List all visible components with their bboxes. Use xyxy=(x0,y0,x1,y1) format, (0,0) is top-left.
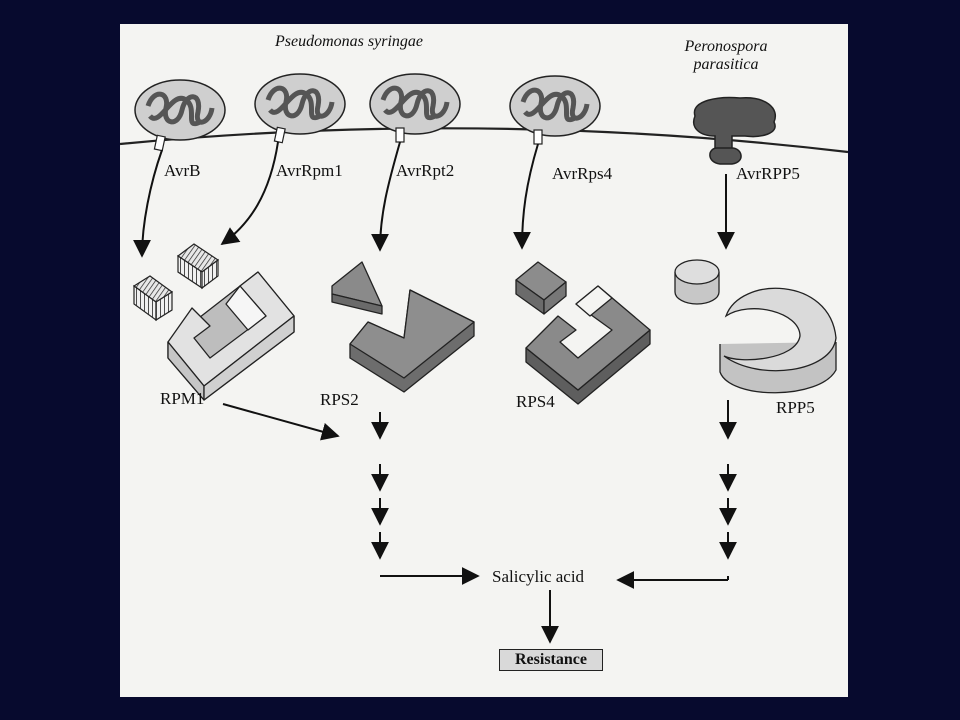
rps2-receptor-shape xyxy=(349,289,475,393)
effector-label-avrrpp5: AvrRPP5 xyxy=(736,164,800,183)
rpm1-receptor-shape xyxy=(167,271,295,401)
effector-label-avrb: AvrB xyxy=(164,161,201,180)
bacterium-2 xyxy=(254,73,346,135)
resistance-box: Resistance xyxy=(499,649,603,671)
receptor-label-rps2: RPS2 xyxy=(320,390,359,409)
bacterium-4 xyxy=(509,75,601,137)
bacterium-3 xyxy=(369,73,461,135)
oomycete-label-line1: Peronospora xyxy=(684,38,768,55)
receptor-label-rpp5: RPP5 xyxy=(776,398,815,417)
avrrpp5-effector-shape xyxy=(674,259,720,305)
effector-label-avrrpt2: AvrRpt2 xyxy=(396,161,455,180)
effector-label-avrrpm1: AvrRpm1 xyxy=(276,161,343,180)
receptor-label-rpm1: RPM1 xyxy=(160,389,205,408)
figure-panel: Pseudomonas syringae Peronospora parasit… xyxy=(120,24,848,697)
receptor-label-rps4: RPS4 xyxy=(516,392,555,411)
avrrpt2-effector-shape xyxy=(331,261,383,315)
bacterium-1 xyxy=(134,79,226,141)
pathway-diagram xyxy=(120,73,848,644)
rps4-receptor-shape xyxy=(525,285,651,405)
rpp5-receptor-shape xyxy=(719,287,837,394)
bacterium-label: Pseudomonas syringae xyxy=(275,33,423,50)
oomycete-haustorium xyxy=(693,96,777,165)
plant-cell-membrane xyxy=(120,127,848,154)
avrrpm1-effector-shape xyxy=(176,243,220,290)
avrb-effector-shape xyxy=(132,275,174,322)
effector-label-avrrps4: AvrRps4 xyxy=(552,164,613,183)
salicylic-acid-label: Salicylic acid xyxy=(492,567,585,586)
oomycete-label-line2: parasitica xyxy=(693,56,759,73)
resistance-label: Resistance xyxy=(515,651,587,668)
avrrps4-effector-shape xyxy=(515,261,567,315)
